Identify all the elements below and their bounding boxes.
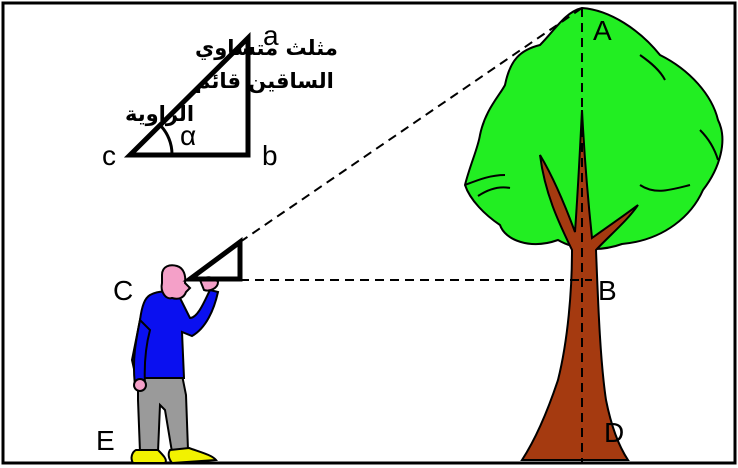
point-label-B: B [598, 275, 617, 306]
tree [463, 6, 724, 461]
point-label-E: E [96, 425, 115, 456]
label-c: c [102, 140, 116, 171]
line-of-sight [239, 7, 583, 243]
inset-triangle [123, 32, 251, 158]
point-label-D: D [604, 417, 624, 448]
point-label-A: A [593, 15, 612, 46]
caption-line-2: الساقين قائم [195, 69, 334, 93]
caption-line-1: مثلث متساوي [195, 36, 338, 61]
label-a: a [263, 20, 279, 51]
person-legs [137, 374, 190, 454]
person [130, 264, 220, 465]
label-b: b [262, 140, 278, 171]
person-head [160, 264, 192, 300]
tree-foliage [463, 6, 724, 250]
label-alpha: α [180, 120, 196, 151]
caption-line-3: الزاوية [125, 102, 194, 126]
angle-arc [158, 123, 174, 156]
person-shoe-left [130, 449, 167, 464]
sighting-triangle [182, 237, 243, 282]
tree-trunk [520, 109, 639, 461]
point-label-C: C [113, 275, 133, 306]
person-shoe-right [167, 446, 218, 465]
